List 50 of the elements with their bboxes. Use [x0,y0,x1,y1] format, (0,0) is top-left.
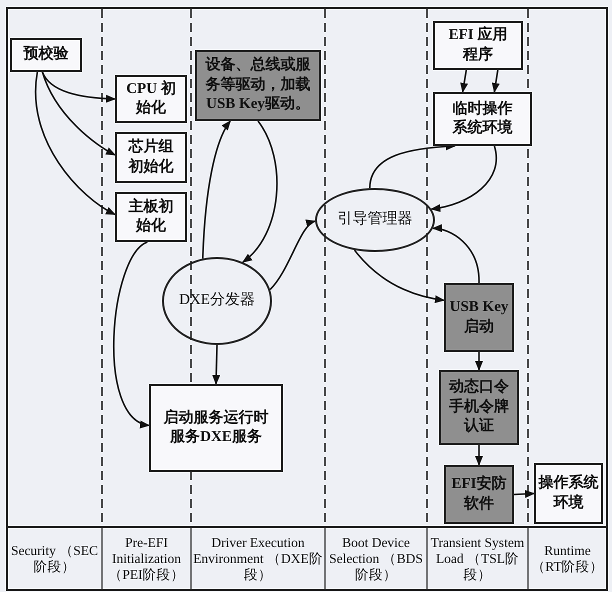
stage-label: Transient System Load （TSL阶段） [430,534,526,584]
arrow [212,344,220,385]
arrow [242,120,278,263]
arrow [460,70,468,93]
arrow [432,224,480,284]
arrow [202,120,231,259]
process-box [10,38,82,72]
process-box [439,370,519,445]
node-label: USB Key 启动 [448,298,510,336]
process-box [115,192,187,242]
arrow [270,220,316,290]
process-box [433,21,523,70]
node-label: EFI安防软件 [450,475,508,514]
arrow [475,352,483,371]
process-box [534,463,603,524]
node-label: 预校验 [22,45,70,64]
arrow [113,241,150,426]
node-label: 操作系统环境 [538,474,600,512]
process-box [444,283,514,352]
process-box [195,50,321,121]
arrow [430,146,497,212]
stage-label: Driver Execution Environment （DXE阶段） [193,534,323,584]
stage-label: Runtime （RT阶段） [530,542,605,576]
arrow [354,250,445,303]
process-box [149,384,283,472]
arrow [34,72,116,216]
node-label: CPU 初始化 [126,80,176,118]
node-label: DXE分发器 [178,291,256,310]
stage-label: Security （SEC阶段） [10,542,100,576]
arrow [42,72,116,103]
process-box [115,75,187,123]
node-label: 临时操作系统环境 [452,100,514,138]
arrow [42,72,116,156]
node-label: 芯片组初始化 [128,138,174,176]
node-label: 动态口令手机令牌认证 [448,378,510,436]
process-box [433,92,532,146]
process-box [444,465,514,524]
arrow [492,70,500,93]
process-ellipse [162,257,272,345]
process-box [115,132,187,183]
node-label: 设备、总线或服务等驱动，加载USB Key驱动。 [204,56,312,114]
node-label: EFI 应用程序 [448,26,508,64]
process-ellipse [315,188,435,252]
node-label: 引导管理器 [336,210,414,230]
stage-label: Pre-EFI Initialization （PEI阶段） [107,534,186,584]
stage-label: Boot Device Selection （BDS阶段） [328,534,424,584]
node-label: 主板初始化 [128,198,174,236]
arrow [475,445,483,466]
arrow [514,490,535,498]
node-label: 启动服务运行时服务DXE服务 [162,408,270,447]
